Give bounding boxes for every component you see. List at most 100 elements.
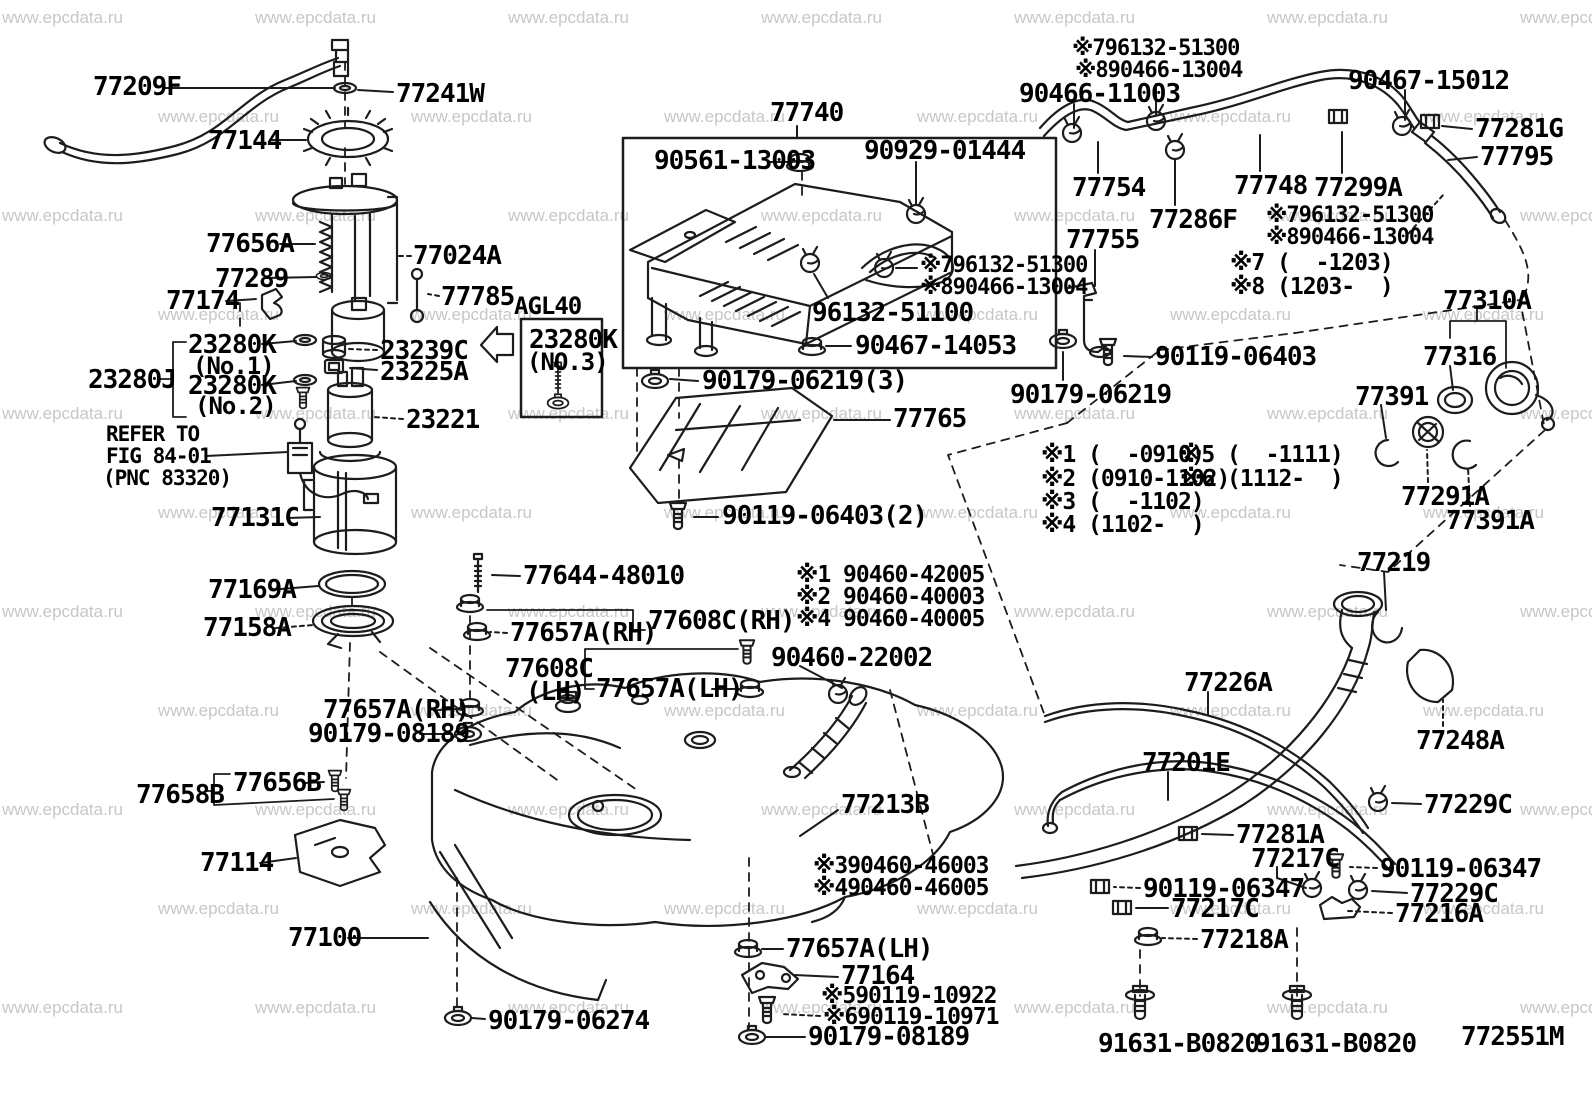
- part-label: 77217C: [1171, 894, 1260, 924]
- watermark-text: www.epcdata.ru: [761, 800, 882, 819]
- watermark-text: www.epcdata.ru: [255, 8, 376, 27]
- part-label: 77201E: [1142, 748, 1231, 778]
- leader-line: [1371, 890, 1408, 894]
- watermark-text: www.epcdata.ru: [664, 899, 785, 918]
- leader-line: [225, 298, 257, 302]
- watermark-text: www.epcdata.ru: [508, 602, 629, 621]
- watermark-text: www.epcdata.ru: [1423, 701, 1544, 720]
- watermark-text: www.epcdata.ru: [1014, 998, 1135, 1017]
- leader-line: [347, 348, 378, 351]
- leader-line: [205, 451, 289, 457]
- part-label: 23280K: [529, 325, 618, 355]
- watermark-text: www.epcdata.ru: [2, 800, 123, 819]
- part-label: ※796132-51300: [1072, 36, 1240, 61]
- watermark-text: www.epcdata.ru: [664, 305, 785, 324]
- watermark-text: www.epcdata.ru: [1014, 8, 1135, 27]
- watermark-text: www.epcdata.ru: [1014, 602, 1135, 621]
- part-label: ※390460-46003: [813, 853, 990, 879]
- part-label: (No.1): [193, 352, 275, 380]
- watermark-text: www.epcdata.ru: [664, 107, 785, 126]
- filler-pipe-group: [1014, 360, 1556, 921]
- part-label: 23280K: [188, 371, 277, 401]
- watermark-text: www.epcdata.ru: [508, 8, 629, 27]
- watermark-text: www.epcdata.ru: [1520, 998, 1592, 1017]
- part-label: 90179-08189: [808, 1022, 970, 1052]
- part-label: ※690119-10971: [823, 1004, 1000, 1030]
- part-label: 90467-14053: [855, 331, 1017, 361]
- part-label: 90179-08189: [308, 719, 470, 749]
- part-label: 77657A(RH): [510, 618, 658, 648]
- part-label: 77608C: [505, 654, 594, 684]
- part-label: 77248A: [1416, 726, 1505, 756]
- leader-line: [1407, 193, 1445, 235]
- watermark-text: www.epcdata.ru: [158, 701, 279, 720]
- watermark-text: www.epcdata.ru: [411, 107, 532, 126]
- watermark-text: www.epcdata.ru: [1520, 800, 1592, 819]
- fuel-tank: [293, 672, 1005, 1002]
- part-label: 77289: [215, 264, 289, 294]
- leader-line: [669, 378, 699, 382]
- watermark-text: www.epcdata.ru: [1014, 800, 1135, 819]
- part-label: 77657A(LH): [786, 934, 934, 964]
- watermark-text: www.epcdata.ru: [158, 899, 279, 918]
- watermark-text: www.epcdata.ru: [1014, 404, 1135, 423]
- leader-line: [1383, 571, 1387, 611]
- part-label: 91631-B0820: [1098, 1029, 1260, 1059]
- watermark-text: www.epcdata.ru: [1267, 206, 1388, 225]
- part-label: 23280K: [188, 330, 277, 360]
- part-label: 77754: [1072, 173, 1146, 203]
- leader-line: [427, 293, 440, 297]
- watermark-text: www.epcdata.ru: [2, 602, 123, 621]
- watermark-text: www.epcdata.ru: [761, 8, 882, 27]
- part-label: ※490460-46005: [813, 875, 990, 901]
- watermark-text: www.epcdata.ru: [1520, 8, 1592, 27]
- part-label: 77608C(RH): [648, 606, 796, 636]
- watermark-text: www.epcdata.ru: [2, 404, 123, 423]
- part-label: 77657A(LH): [596, 674, 744, 704]
- leader-line: [1447, 156, 1478, 161]
- watermark-text: www.epcdata.ru: [1423, 503, 1544, 522]
- watermark-text: www.epcdata.ru: [1267, 404, 1388, 423]
- leader-line: [1441, 125, 1473, 130]
- watermark-text: www.epcdata.ru: [508, 800, 629, 819]
- part-label: 77299A: [1314, 173, 1403, 203]
- part-label: 77658B: [136, 780, 225, 810]
- bracket-lines: [157, 305, 1507, 806]
- part-label: 77785: [441, 282, 515, 312]
- fuel-pump-module: [260, 172, 425, 650]
- leader-line: [799, 665, 843, 689]
- part-label: 77656B: [233, 768, 322, 798]
- part-label: (No.2): [195, 392, 277, 420]
- part-label: 23239C: [380, 336, 469, 366]
- part-label: 77164: [841, 961, 915, 991]
- leader-line: [1380, 404, 1387, 439]
- variant-note: ※7 ( -1203): [1230, 250, 1394, 276]
- leader-line: [437, 708, 459, 711]
- watermark-text: www.epcdata.ru: [1267, 998, 1388, 1017]
- part-label: ※2 90460-40003: [796, 584, 985, 610]
- watermark-text: www.epcdata.ru: [917, 503, 1038, 522]
- part-label: 90119-06403: [1155, 342, 1317, 372]
- part-label: 77169A: [208, 575, 297, 605]
- bracket-77755: [1066, 281, 1112, 359]
- part-label: 77657A(RH): [323, 695, 471, 725]
- leader-lines: [164, 83, 1478, 1038]
- part-label: 77391A: [1446, 506, 1535, 536]
- leader-line: [349, 367, 378, 371]
- part-label: 77114: [200, 848, 274, 878]
- watermark-text: www.epcdata.ru: [411, 899, 532, 918]
- part-label: 77291A: [1401, 482, 1490, 512]
- leader-line: [275, 624, 315, 629]
- watermark-text: www.epcdata.ru: [917, 107, 1038, 126]
- watermark-text: www.epcdata.ru: [761, 998, 882, 1017]
- part-label: 90466-11003: [1019, 79, 1181, 109]
- leader-line: [265, 276, 317, 279]
- part-label: ※1 90460-42005: [796, 562, 985, 588]
- watermark-text: www.epcdata.ru: [2, 998, 123, 1017]
- part-label: AGL40: [514, 292, 582, 320]
- variant-note: ※4 (1102- ): [1041, 512, 1205, 538]
- watermark-text: www.epcdata.ru: [761, 602, 882, 621]
- part-label: 77100: [288, 923, 362, 953]
- ref-note: REFER TO: [106, 422, 200, 446]
